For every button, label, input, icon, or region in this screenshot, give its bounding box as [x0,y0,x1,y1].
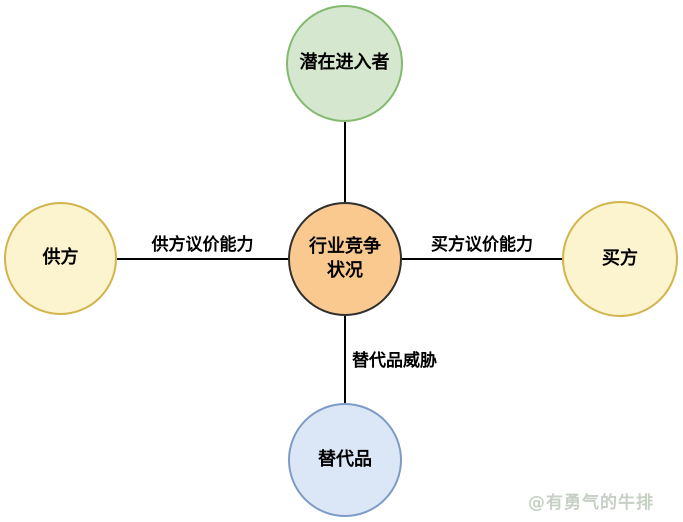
node-potential-entrants-label: 潜在进入者 [299,52,390,74]
edge-label-substitute-threat: 替代品威胁 [352,351,437,371]
node-potential-entrants: 潜在进入者 [286,5,403,122]
node-suppliers-label: 供方 [42,247,79,269]
connector-bottom [344,316,346,403]
watermark: @有勇气的牛排 [528,493,654,513]
node-buyers-label: 买方 [602,247,638,269]
node-buyers: 买方 [562,201,678,317]
connector-left [117,258,288,260]
connector-top [344,122,346,203]
connector-right [402,258,562,260]
node-industry-competition: 行业竞争 状况 [288,202,402,316]
node-suppliers: 供方 [4,202,117,315]
edge-label-buyer-bargaining-power: 买方议价能力 [431,235,533,255]
node-substitutes: 替代品 [288,403,402,517]
node-substitutes-label: 替代品 [318,448,372,470]
edge-label-supplier-bargaining-power: 供方议价能力 [151,235,254,255]
node-industry-competition-label: 行业竞争 状况 [309,235,381,281]
